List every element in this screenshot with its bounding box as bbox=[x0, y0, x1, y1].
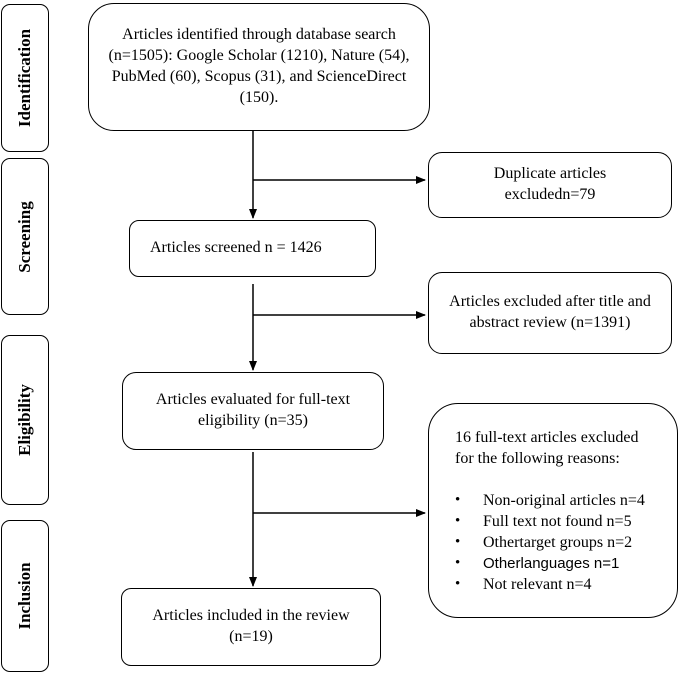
reason-item: • Full text not found n=5 bbox=[455, 512, 661, 533]
identified-text: Articles identified through database sea… bbox=[108, 26, 410, 106]
reason-text: Full text not found n=5 bbox=[483, 512, 632, 530]
bullet-icon: • bbox=[455, 555, 461, 572]
phase-eligibility: Eligibility bbox=[1, 335, 49, 505]
bullet-icon: • bbox=[455, 492, 461, 509]
reason-item: • Otherlanguages n=1 bbox=[455, 554, 661, 575]
box-duplicates-excluded: Duplicate articles excludedn=79 bbox=[428, 152, 672, 218]
box-screened: Articles screened n = 1426 bbox=[129, 220, 376, 277]
duplicates-text: Duplicate articles excludedn=79 bbox=[493, 165, 607, 203]
reason-item: • Non-original articles n=4 bbox=[455, 491, 661, 512]
reason-text: Othertarget groups n=2 bbox=[483, 533, 633, 551]
box-excluded-title-abstract: Articles excluded after title and abstra… bbox=[428, 272, 672, 354]
included-text: Articles included in the review (n=19) bbox=[152, 607, 350, 645]
excluded-title-text: Articles excluded after title and abstra… bbox=[449, 293, 651, 331]
phase-screening: Screening bbox=[1, 158, 49, 315]
bullet-icon: • bbox=[455, 534, 461, 551]
box-excluded-fulltext: 16 full-text articles excluded for the f… bbox=[428, 403, 678, 618]
bullet-icon: • bbox=[455, 513, 461, 530]
excluded-fulltext-heading: 16 full-text articles excluded for the f… bbox=[455, 429, 639, 467]
reason-item: • Othertarget groups n=2 bbox=[455, 533, 661, 554]
eligibility-text: Articles evaluated for full-text eligibi… bbox=[155, 391, 351, 429]
box-identified: Articles identified through database sea… bbox=[88, 3, 430, 131]
reason-text: Not relevant n=4 bbox=[483, 575, 592, 593]
reason-item: • Not relevant n=4 bbox=[455, 575, 661, 596]
phase-inclusion: Inclusion bbox=[1, 520, 49, 672]
exclusion-reasons-list: • Non-original articles n=4 • Full text … bbox=[455, 491, 661, 596]
reason-text: Otherlanguages n=1 bbox=[483, 555, 620, 573]
screened-text: Articles screened n = 1426 bbox=[150, 239, 322, 257]
box-eligibility: Articles evaluated for full-text eligibi… bbox=[122, 372, 384, 450]
reason-text: Non-original articles n=4 bbox=[483, 491, 645, 509]
phase-identification: Identification bbox=[1, 4, 49, 152]
bullet-icon: • bbox=[455, 576, 461, 593]
box-included: Articles included in the review (n=19) bbox=[121, 588, 381, 666]
